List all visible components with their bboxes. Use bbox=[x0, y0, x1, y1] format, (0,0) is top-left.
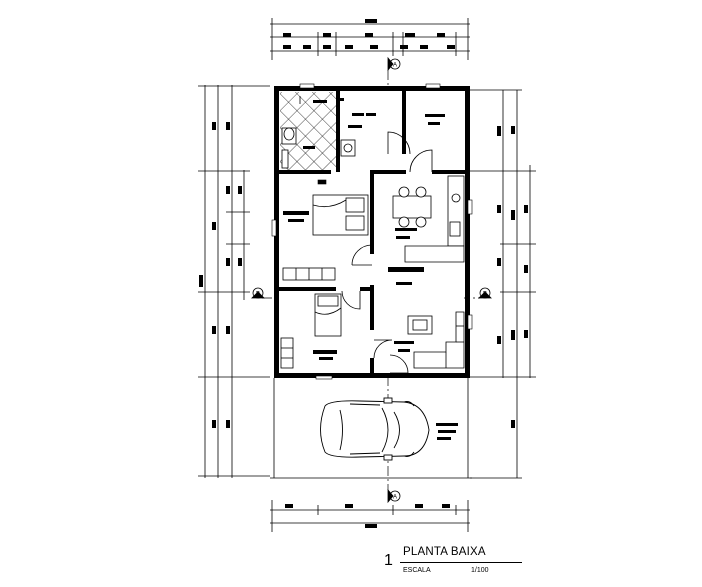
living-room-furniture bbox=[407, 311, 465, 369]
doors bbox=[341, 131, 433, 374]
section-marker-top: A bbox=[387, 56, 401, 72]
walls bbox=[274, 86, 470, 378]
carport-outline bbox=[270, 378, 472, 479]
right-dimension-lines bbox=[470, 89, 536, 479]
section-markers: A A B B bbox=[251, 56, 492, 504]
dining-table-icon bbox=[392, 195, 432, 219]
top-dimension-lines bbox=[270, 18, 470, 60]
bedroom-upper-furniture bbox=[282, 194, 369, 281]
sofa-icon bbox=[413, 311, 465, 369]
section-marker-left: B bbox=[251, 287, 265, 299]
drawing-title: PLANTA BAIXA bbox=[403, 546, 486, 558]
bottom-dimension-lines bbox=[270, 500, 470, 532]
scale-value: 1/100 bbox=[471, 567, 489, 574]
title-underline bbox=[400, 562, 522, 563]
kitchen-fixtures bbox=[392, 175, 465, 263]
right-dimension-labels bbox=[497, 126, 528, 428]
wardrobe-small-icon bbox=[280, 337, 294, 369]
section-marker-right: B bbox=[478, 287, 492, 299]
left-dimension-lines bbox=[198, 85, 270, 478]
section-marker-right-label: B bbox=[483, 292, 487, 298]
left-dimension-labels bbox=[199, 122, 242, 428]
bedroom-lower-furniture bbox=[280, 293, 342, 369]
bottom-dimension-labels bbox=[285, 504, 450, 528]
drawing-number: 1 bbox=[384, 552, 393, 569]
scale-label: ESCALA bbox=[403, 567, 431, 574]
section-marker-left-label: B bbox=[256, 292, 260, 298]
top-dimension-labels bbox=[283, 19, 455, 49]
car-icon bbox=[320, 397, 430, 461]
section-marker-bottom: A bbox=[387, 488, 401, 504]
section-marker-bottom-label: A bbox=[393, 495, 397, 501]
room-labels bbox=[283, 98, 458, 440]
bathroom-fixtures bbox=[281, 96, 356, 169]
drawing-title-block: 1 PLANTA BAIXA ESCALA 1/100 bbox=[384, 546, 524, 582]
section-marker-top-label: A bbox=[393, 63, 397, 69]
